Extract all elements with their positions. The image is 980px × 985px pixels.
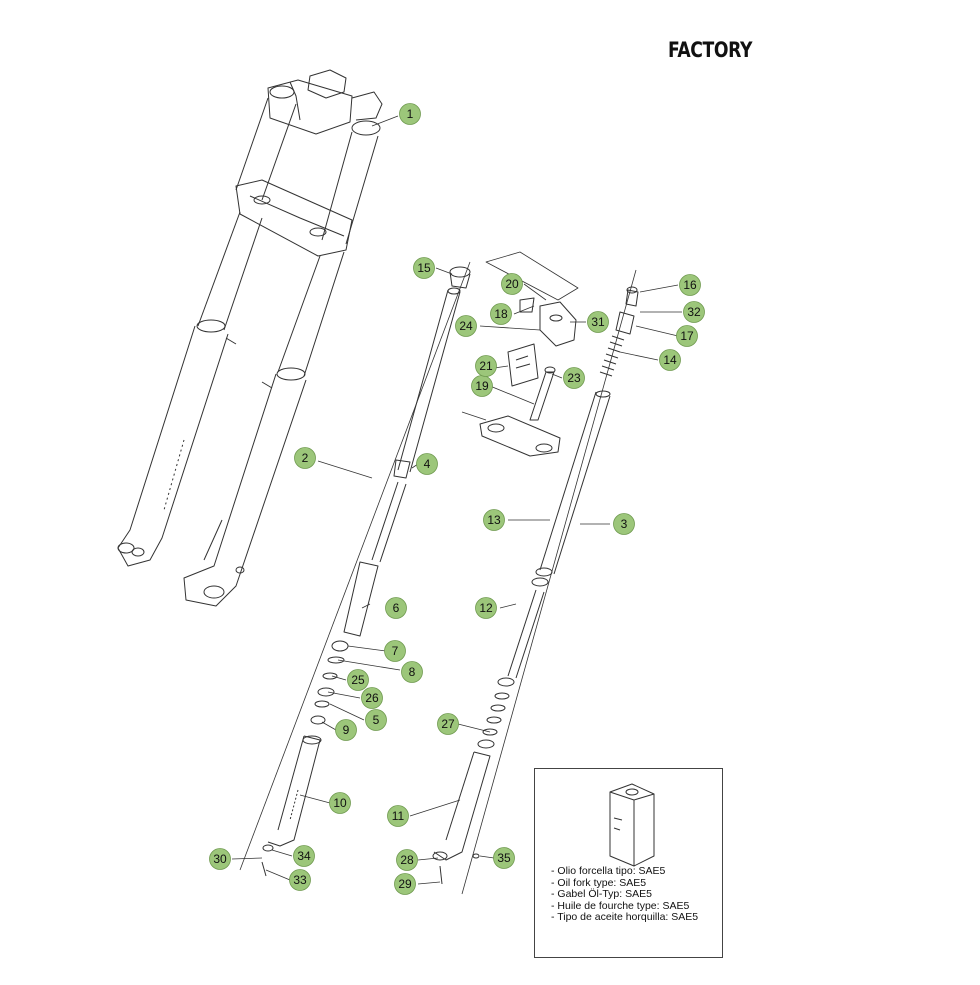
callout-bubble-3	[613, 513, 635, 535]
oil-note-line: - Olio forcella tipo: SAE5	[551, 865, 666, 877]
callout-bubble-25	[347, 669, 369, 691]
callout-bubble-21	[475, 355, 497, 377]
callout-number-8: 8	[409, 665, 416, 679]
callout-bubble-20	[501, 273, 523, 295]
callout-bubble-31	[587, 311, 609, 333]
callout-number-15: 15	[417, 261, 431, 275]
callout-bubble-14	[659, 349, 681, 371]
leader-lines	[231, 115, 682, 885]
callout-number-32: 32	[687, 305, 701, 319]
oil-note-line: - Gabel Öl-Typ: SAE5	[551, 888, 652, 901]
callout-bubble-10	[329, 792, 351, 814]
callout-bubble-9	[335, 719, 357, 741]
callout-bubble-4	[416, 453, 438, 475]
callout-number-14: 14	[663, 353, 677, 367]
callout-number-30: 30	[213, 852, 227, 866]
oil-note-text: - Olio forcella tipo: SAE5 - Oil fork ty…	[551, 865, 699, 924]
callout-bubble-35	[493, 847, 515, 869]
oil-note-line: - Huile de fourche type: SAE5	[551, 899, 690, 912]
callout-bubble-27	[437, 713, 459, 735]
exploded-leg-right	[432, 269, 639, 895]
brand-title: FACTORY	[668, 38, 753, 62]
callout-bubble-13	[483, 509, 505, 531]
oil-note-line: - Tipo de aceite horquilla: SAE5	[551, 911, 699, 924]
callout-number-3: 3	[621, 517, 628, 531]
callout-number-23: 23	[567, 371, 581, 385]
callout-bubble-12	[475, 597, 497, 619]
callout-bubble-8	[401, 661, 423, 683]
callout-number-25: 25	[351, 673, 365, 687]
callout-number-20: 20	[505, 277, 519, 291]
clamp-parts	[461, 251, 579, 457]
callout-bubble-1	[399, 103, 421, 125]
callout-number-17: 17	[680, 329, 694, 343]
callout-number-21: 21	[479, 359, 493, 373]
callout-number-27: 27	[441, 717, 455, 731]
callout-bubble-16	[679, 274, 701, 296]
callout-number-28: 28	[400, 853, 414, 867]
callout-number-26: 26	[365, 691, 379, 705]
callout-bubble-15	[413, 257, 435, 279]
callout-number-5: 5	[373, 713, 380, 727]
callout-number-35: 35	[497, 851, 511, 865]
callout-bubble-23	[563, 367, 585, 389]
callout-number-31: 31	[591, 315, 605, 329]
callout-number-6: 6	[393, 601, 400, 615]
callout-bubble-34	[293, 845, 315, 867]
callout-number-4: 4	[424, 457, 431, 471]
callout-bubble-17	[676, 325, 698, 347]
exploded-leg-left	[239, 261, 471, 877]
callout-bubble-18	[490, 303, 512, 325]
callout-bubble-30	[209, 848, 231, 870]
callout-number-33: 33	[293, 873, 307, 887]
callout-number-7: 7	[392, 644, 399, 658]
callout-number-16: 16	[683, 278, 697, 292]
oil-note-box	[534, 768, 723, 958]
callout-number-11: 11	[392, 809, 405, 823]
callout-number-13: 13	[487, 513, 501, 527]
callout-bubble-2	[294, 447, 316, 469]
callout-bubble-29	[394, 873, 416, 895]
callout-bubble-33	[289, 869, 311, 891]
oil-note-line: - Oil fork type: SAE5	[551, 876, 647, 889]
callout-number-19: 19	[475, 379, 489, 393]
callout-number-9: 9	[343, 723, 350, 737]
oil-bottle-icon	[609, 783, 655, 867]
callout-bubble-5	[365, 709, 387, 731]
callout-number-34: 34	[297, 849, 311, 863]
callout-number-18: 18	[494, 307, 508, 321]
callout-bubble-26	[361, 687, 383, 709]
callout-number-12: 12	[479, 601, 493, 615]
callout-group: 1234567891011121314151617181920212324252…	[209, 103, 705, 895]
callout-bubble-32	[683, 301, 705, 323]
callout-bubble-11	[387, 805, 409, 827]
callout-bubble-28	[396, 849, 418, 871]
callout-number-1: 1	[407, 107, 414, 121]
callout-bubble-7	[384, 640, 406, 662]
callout-bubble-24	[455, 315, 477, 337]
assembled-fork	[117, 69, 383, 607]
callout-number-10: 10	[333, 796, 347, 810]
callout-bubble-6	[385, 597, 407, 619]
callout-number-2: 2	[302, 451, 309, 465]
callout-number-29: 29	[398, 877, 412, 891]
callout-number-24: 24	[459, 319, 473, 333]
